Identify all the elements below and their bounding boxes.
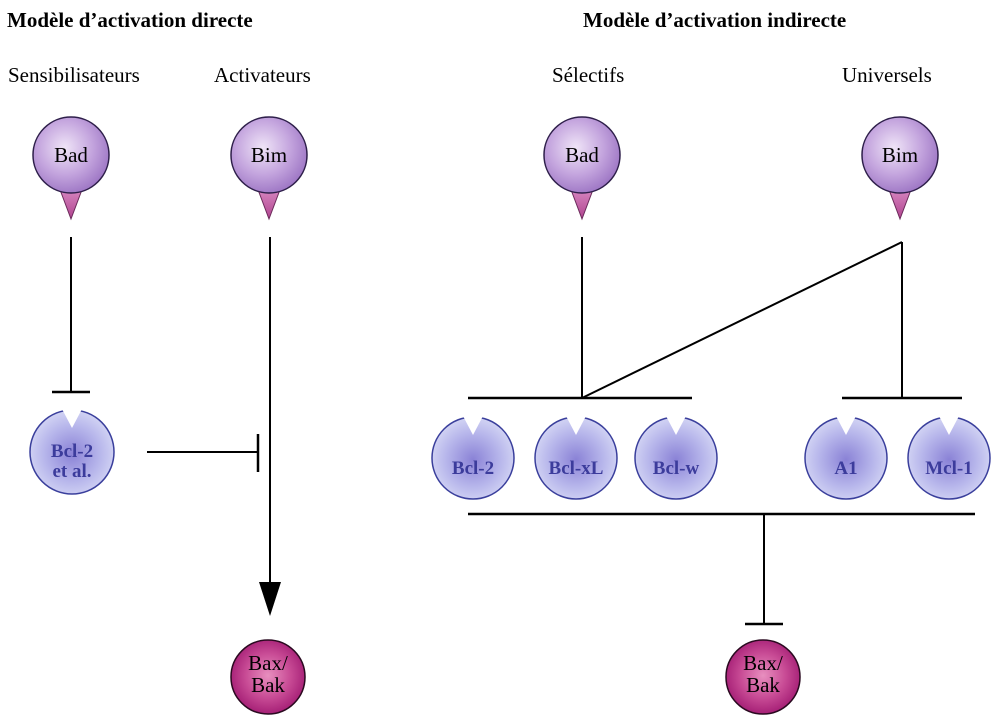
left-bad-protein: Bad	[32, 116, 110, 221]
left-bim-protein: Bim	[230, 116, 308, 221]
right-bax-label-line2: Bak	[746, 673, 780, 697]
right-bcl2-protein: Bcl-2	[431, 416, 515, 500]
left-bcl2-label-line1: Bcl-2	[51, 441, 93, 462]
right-bad-protein: Bad	[543, 116, 621, 221]
left-title: Modèle d’activation directe	[7, 8, 253, 32]
right-bcl2-groove	[463, 416, 483, 435]
right-mcl1-groove	[939, 416, 959, 435]
left-bad-circle	[32, 116, 110, 194]
right-a1-protein: A1	[804, 416, 888, 500]
left-bcl2-label-line2: et al.	[52, 461, 91, 482]
left-bax-circle	[230, 639, 306, 715]
left-bcl2-groove	[62, 409, 82, 428]
left-col1-label: Sensibilisateurs	[8, 63, 140, 87]
right-bim-protein: Bim	[861, 116, 939, 221]
left-bax-label-line1: Bax/	[248, 651, 288, 675]
left-bim-label: Bim	[251, 143, 287, 167]
right-a1-label: A1	[834, 458, 857, 479]
right-bclw-protein: Bcl-w	[634, 416, 718, 500]
right-a1-groove	[836, 416, 856, 435]
right-mcl1-label: Mcl-1	[925, 458, 972, 479]
left-bim-activation-arrowhead	[259, 582, 281, 616]
right-bax-circle	[725, 639, 801, 715]
right-bclw-groove	[666, 416, 686, 435]
left-bax-protein: Bax/ Bak	[230, 639, 306, 715]
left-col2-label: Activateurs	[214, 63, 311, 87]
right-mcl1-protein: Mcl-1	[907, 416, 991, 500]
right-bad-circle	[543, 116, 621, 194]
right-bim-diagonal-line	[581, 241, 903, 399]
right-bim-circle	[861, 116, 939, 194]
right-bclw-label: Bcl-w	[653, 458, 700, 479]
right-bax-protein: Bax/ Bak	[725, 639, 801, 715]
right-bax-label-line1: Bax/	[743, 651, 783, 675]
right-bcl2-label: Bcl-2	[452, 458, 494, 479]
right-bclxl-protein: Bcl-xL	[534, 416, 618, 500]
left-bim-circle	[230, 116, 308, 194]
left-bax-label-line2: Bak	[251, 673, 285, 697]
right-bclxl-groove	[566, 416, 586, 435]
right-bad-label: Bad	[565, 143, 599, 167]
right-col1-label: Sélectifs	[552, 63, 624, 87]
left-bcl2-protein: Bcl-2 et al.	[29, 409, 115, 495]
right-bclxl-label: Bcl-xL	[549, 458, 604, 479]
right-bim-label: Bim	[882, 143, 918, 167]
left-bad-label: Bad	[54, 143, 88, 167]
right-title: Modèle d’activation indirecte	[583, 8, 846, 32]
right-col2-label: Universels	[842, 63, 932, 87]
